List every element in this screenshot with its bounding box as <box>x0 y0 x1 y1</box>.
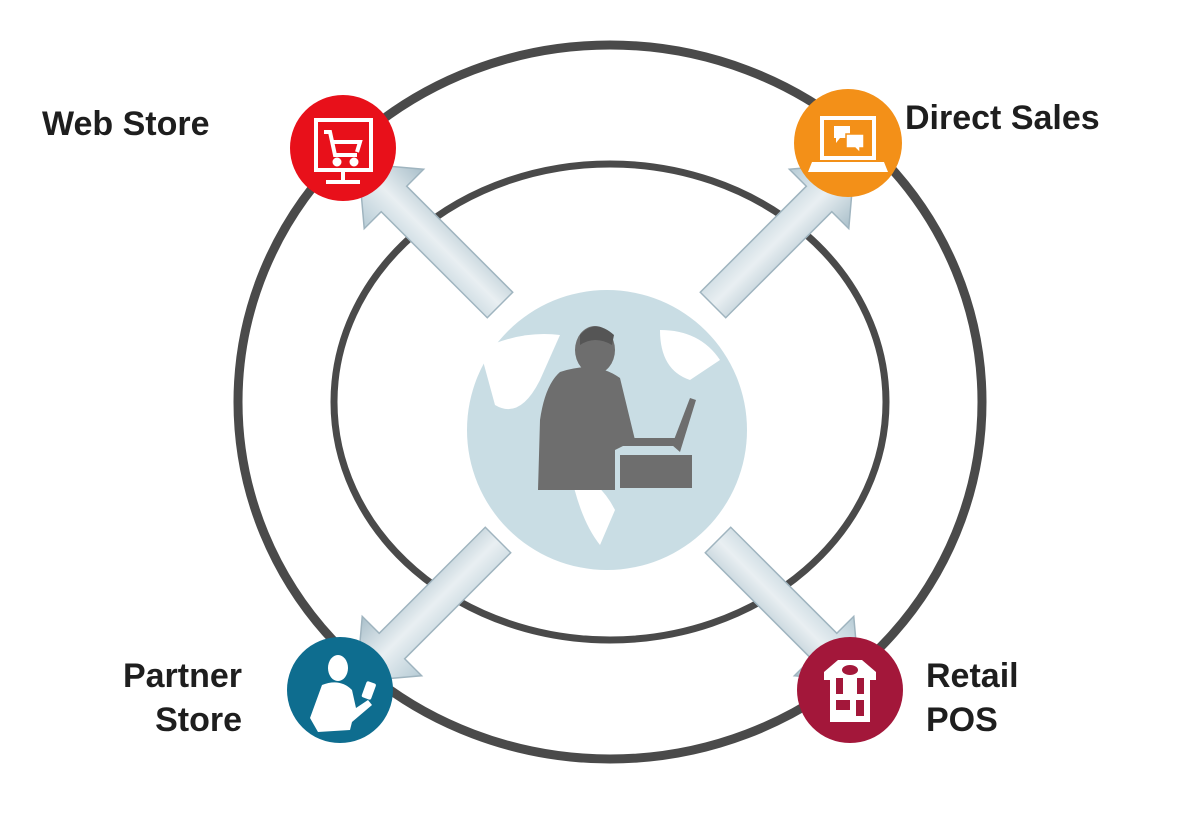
person-laptop-globe-icon <box>465 288 749 572</box>
storefront-icon <box>824 660 876 722</box>
partner-store-label-line2: Store <box>155 701 242 739</box>
web-store-label: Web Store <box>42 105 210 143</box>
person-phone-icon <box>310 655 376 732</box>
web-store-node[interactable] <box>290 95 396 201</box>
retail-pos-label: Retail POS <box>926 654 1019 742</box>
outer-ring <box>233 40 987 764</box>
shopping-cart-monitor-icon <box>314 118 373 184</box>
direct-sales-label: Direct Sales <box>905 99 1100 137</box>
laptop-chat-icon <box>808 116 888 172</box>
retail-pos-node[interactable] <box>797 637 903 743</box>
direct-sales-node[interactable] <box>794 89 902 197</box>
partner-store-node[interactable] <box>287 637 393 743</box>
retail-pos-label-line1: Retail <box>926 657 1019 695</box>
retail-pos-label-line2: POS <box>926 701 998 739</box>
partner-store-label-line1: Partner <box>122 657 242 695</box>
inner-ring <box>330 160 890 644</box>
partner-store-label: Partner Store <box>100 654 242 742</box>
